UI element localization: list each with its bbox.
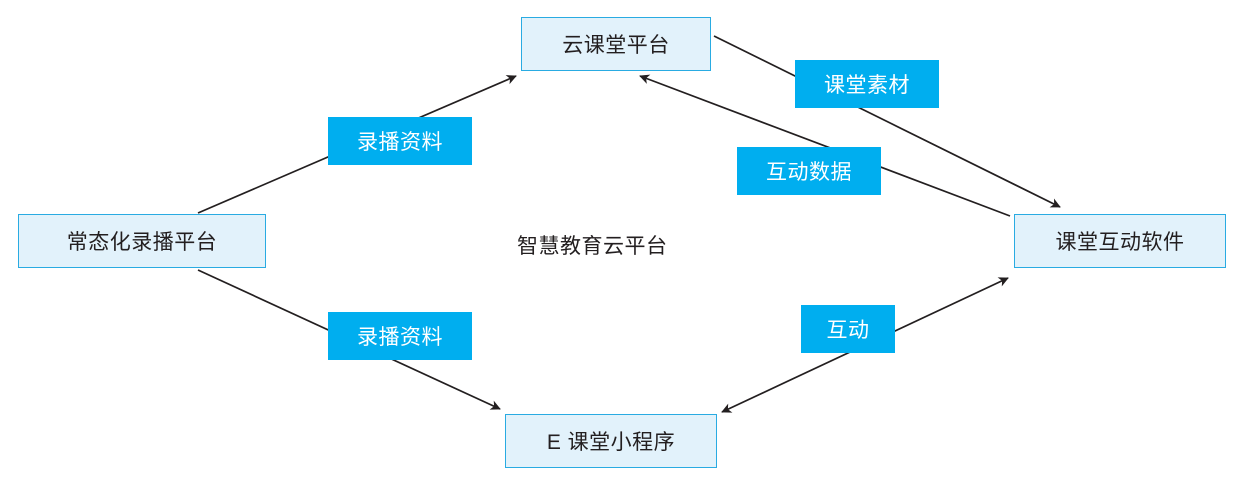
node-cloud-classroom[interactable]: 云课堂平台 bbox=[521, 17, 711, 71]
edge-label-recorded-material-bottom[interactable]: 录播资料 bbox=[328, 312, 472, 360]
edge-label-text: 录播资料 bbox=[357, 326, 443, 349]
edge-label-text: 互动数据 bbox=[766, 161, 852, 184]
edge-label-interaction-data[interactable]: 互动数据 bbox=[737, 147, 881, 195]
edge-label-classroom-material[interactable]: 课堂素材 bbox=[795, 60, 939, 108]
node-interactive-software[interactable]: 课堂互动软件 bbox=[1014, 214, 1226, 268]
edge-label-text: 互动 bbox=[826, 319, 870, 342]
node-label: E 课堂小程序 bbox=[546, 431, 676, 454]
edge-label-interaction[interactable]: 互动 bbox=[801, 305, 895, 353]
node-recording-platform[interactable]: 常态化录播平台 bbox=[18, 214, 266, 268]
edge-label-text: 课堂素材 bbox=[824, 74, 910, 97]
edge-cloud-to-interactive bbox=[713, 35, 1061, 208]
node-label: 云课堂平台 bbox=[562, 34, 670, 57]
diagram-caption-text: 智慧教育云平台 bbox=[517, 235, 668, 258]
edge-label-text: 录播资料 bbox=[357, 131, 443, 154]
edge-interactive-to-cloud bbox=[639, 74, 1011, 217]
node-label: 课堂互动软件 bbox=[1055, 231, 1185, 254]
node-e-classroom-applet[interactable]: E 课堂小程序 bbox=[505, 414, 717, 468]
diagram-caption: 智慧教育云平台 bbox=[517, 230, 668, 260]
edge-label-recorded-material-top[interactable]: 录播资料 bbox=[328, 117, 472, 165]
node-label: 常态化录播平台 bbox=[66, 231, 218, 254]
